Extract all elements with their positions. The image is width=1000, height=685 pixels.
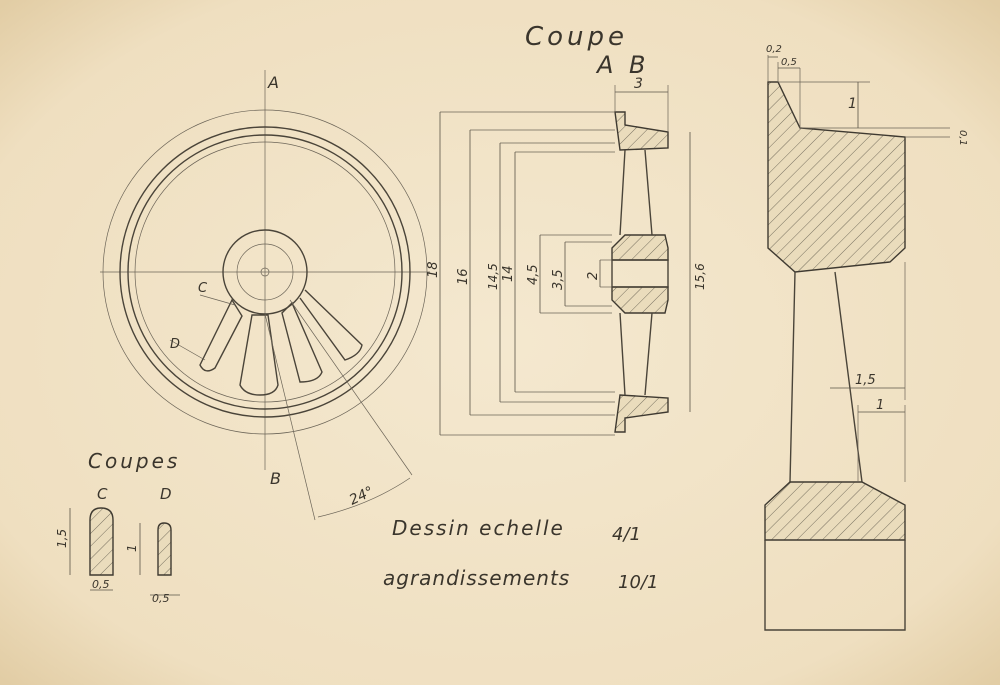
dim-15-6: 15,6: [693, 263, 707, 290]
scale-value: 4/1: [612, 524, 641, 545]
section-ab-view: [439, 85, 691, 436]
dim-2: 2: [586, 272, 601, 280]
title-coupe: Coupe: [525, 22, 628, 52]
detail-dim-0-1: 0,1: [957, 130, 968, 146]
axis-label-b: B: [270, 469, 281, 488]
wheel-front-view: [100, 70, 430, 521]
detail-dim-0-5: 0,5: [781, 57, 797, 68]
detail-dim-1: 1: [848, 96, 857, 112]
section-d-height: 1: [125, 544, 139, 552]
detail-view: [764, 55, 950, 631]
enlargement-value: 10/1: [618, 572, 658, 593]
dim-18: 18: [426, 261, 441, 278]
section-c-width: 0,5: [92, 578, 110, 591]
section-d-width: 0,5: [152, 592, 170, 605]
dim-14: 14: [501, 265, 516, 282]
dim-rim-width: 3: [634, 76, 643, 92]
sections-title: Coupes: [88, 449, 180, 473]
enlargement-label: agrandissements: [383, 566, 570, 590]
section-label-c: C: [198, 281, 208, 296]
title-ab: A B: [595, 51, 650, 79]
dim-14-5: 14,5: [486, 263, 500, 290]
axis-label-a: A: [267, 73, 279, 92]
section-d-label: D: [160, 485, 172, 503]
dim-3-5: 3,5: [551, 269, 566, 290]
section-label-d: D: [170, 337, 180, 352]
section-d-shape: [157, 522, 172, 576]
scale-label: Dessin echelle: [392, 516, 565, 540]
section-c-shape: [89, 507, 114, 576]
section-c-label: C: [97, 485, 108, 503]
detail-dim-1b: 1: [876, 398, 884, 413]
dim-4-5: 4,5: [526, 264, 541, 285]
dim-16: 16: [456, 268, 471, 285]
section-c-height: 1,5: [55, 529, 69, 548]
detail-dim-0-2: 0,2: [766, 44, 782, 55]
detail-dim-1-5: 1,5: [855, 373, 876, 388]
